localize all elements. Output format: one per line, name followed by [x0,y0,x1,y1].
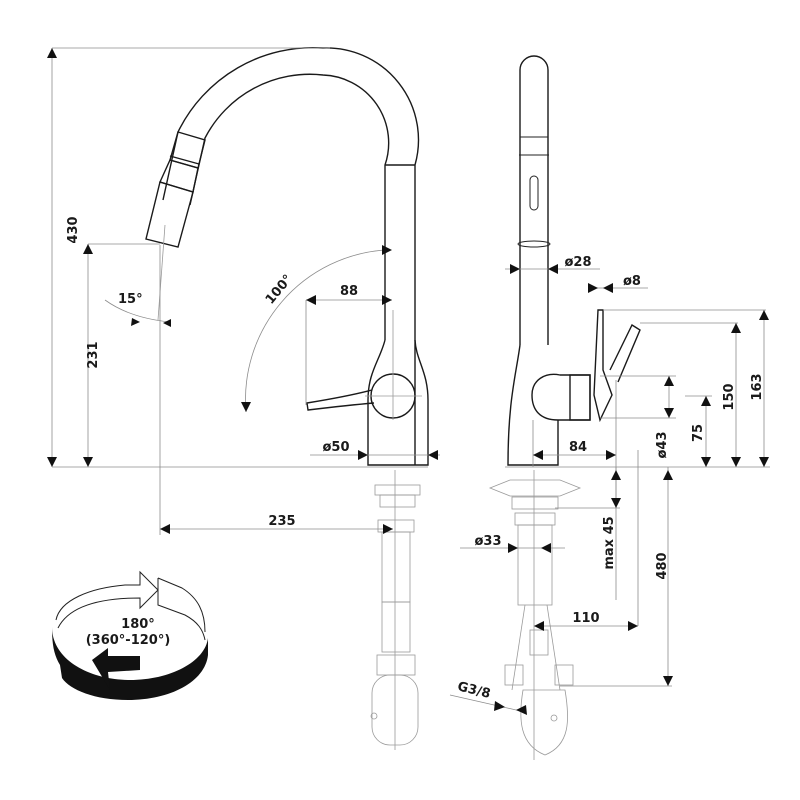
body-front [507,344,591,466]
spout-outer [162,46,420,465]
dim-shank-diameter: ø33 [474,534,501,549]
dim-hose-offset: 110 [572,611,599,626]
dim-lever-reach: 88 [340,284,358,299]
dim-spout-reach: 235 [268,514,295,529]
dim-base-diameter: ø50 [322,440,349,455]
dim-lever-diameter: ø8 [623,274,641,289]
spout-inner [189,73,390,340]
rotation-arrow-dark [92,648,140,690]
dim-total-height: 430 [66,216,81,243]
dim-outlet-height: 231 [86,341,101,368]
rotation-angle-label: 180° [121,617,155,632]
dim-lever-angle: 100° [263,272,296,307]
dim-lever-top-height: 163 [750,373,765,400]
rotation-band-dark [52,627,208,700]
dim-handle-diameter: ø43 [655,431,670,458]
spout-front [519,55,549,345]
dim-handle-offset: 84 [569,440,587,455]
dim-spout-diameter: ø28 [564,255,591,270]
spray-button [529,175,539,211]
dim-spray-angle: 15° [118,292,143,307]
side-view: 430 231 15° 100° 88 ø50 [47,46,440,750]
rotation-band-light [55,570,159,629]
rotation-detail-label: (360°-120°) [86,633,171,648]
lever-handle [306,389,375,411]
dim-connection-thread: G3/8 [456,679,492,702]
front-view: ø28 ø8 163 150 75 ø43 [449,55,770,760]
side-view-mounting [370,470,421,750]
dim-max-countertop: max 45 [602,516,617,569]
front-lever [593,309,613,423]
rotation-badge: 180° (360°-120°) [52,570,208,700]
dim-handle-axis-height: 75 [691,424,706,442]
faucet-body [367,339,429,466]
front-view-mounting [488,470,582,760]
dim-hose-length: 480 [655,552,670,579]
dim-lever-tilted-height: 150 [722,383,737,410]
spray-head [145,131,206,321]
